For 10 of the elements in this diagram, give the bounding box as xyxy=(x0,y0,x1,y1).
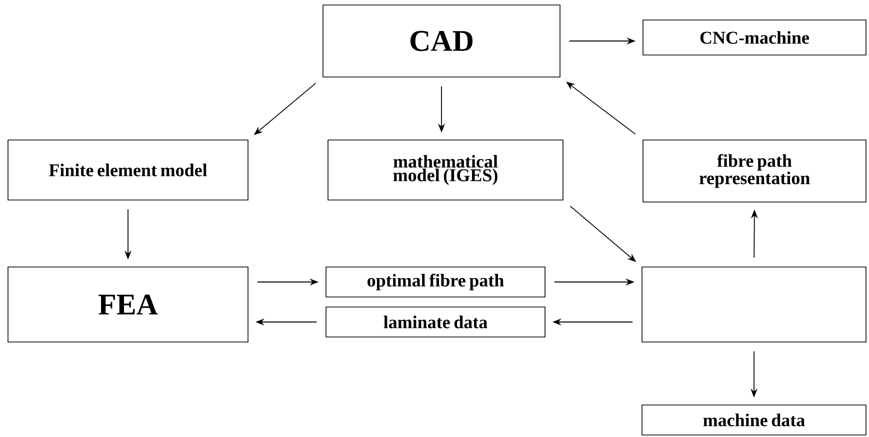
data-box: laminate data xyxy=(326,306,546,338)
process-box: mathematical model (IGES) xyxy=(328,140,564,200)
process-box: CAD xyxy=(322,4,560,78)
output-box: CNC-machine xyxy=(642,20,866,56)
data-box: optimal fibre path xyxy=(326,266,546,298)
process-box: Finite element model xyxy=(8,140,248,200)
process-box xyxy=(642,266,866,342)
process-box: FEA xyxy=(8,266,248,342)
process-box: fibre path representation xyxy=(642,140,866,202)
output-box: machine data xyxy=(642,404,866,436)
